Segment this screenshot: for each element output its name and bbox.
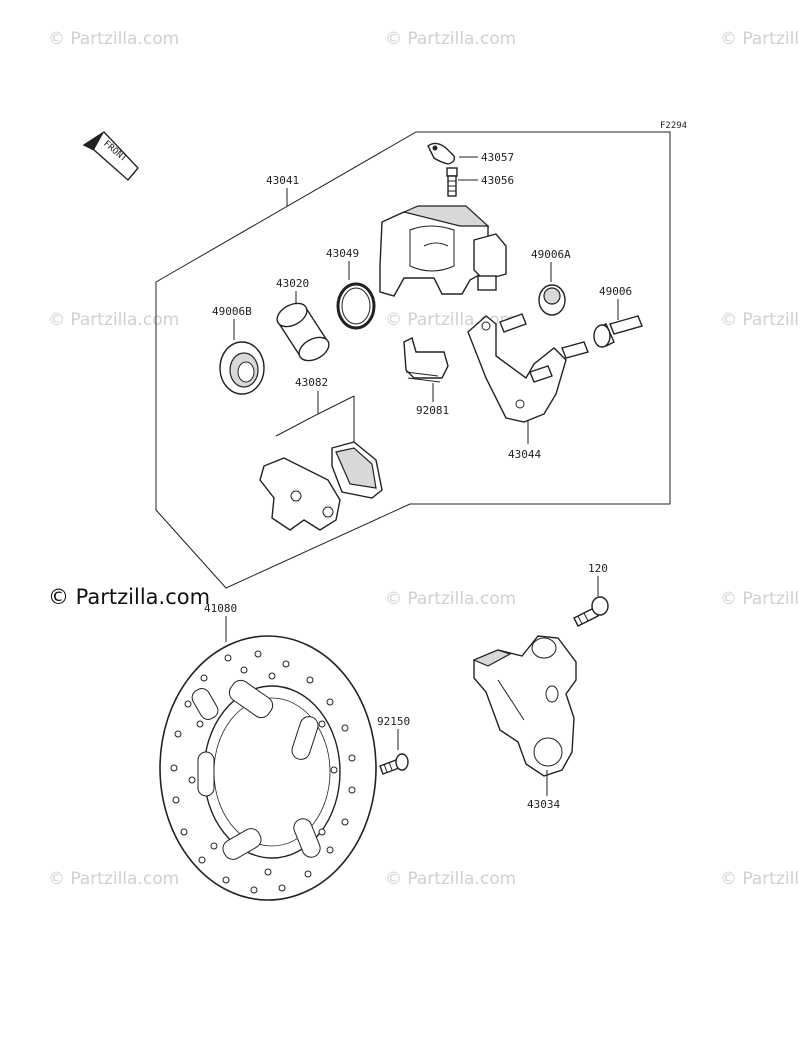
watermark: © Partzilla.com bbox=[385, 869, 516, 889]
caliper-body-icon bbox=[379, 205, 507, 297]
part-label-49006: 49006 bbox=[599, 285, 632, 298]
part-label-43041: 43041 bbox=[266, 174, 299, 187]
part-label-43020: 43020 bbox=[276, 277, 309, 290]
piston-icon bbox=[276, 302, 330, 362]
dust-boot-icon bbox=[219, 341, 265, 395]
watermark: © Partzilla.com bbox=[720, 310, 800, 330]
part-label-49006a: 49006A bbox=[531, 248, 571, 261]
part-label-43049: 43049 bbox=[326, 247, 359, 260]
part-label-92150: 92150 bbox=[377, 715, 410, 728]
bushing-icon bbox=[538, 284, 566, 316]
part-label-43057: 43057 bbox=[481, 151, 514, 164]
watermark: © Partzilla.com bbox=[48, 310, 179, 330]
part-label-43082: 43082 bbox=[295, 376, 328, 389]
diagram-ref: F2294 bbox=[660, 121, 687, 131]
mounting-bolt-icon bbox=[573, 596, 609, 627]
disc-bolt-icon bbox=[379, 753, 409, 775]
bleeder-valve-icon bbox=[446, 167, 458, 197]
watermark: © Partzilla.com bbox=[720, 589, 800, 609]
caliper-holder-icon bbox=[472, 635, 577, 777]
guide-pin-icon bbox=[593, 315, 643, 348]
part-label-43056: 43056 bbox=[481, 174, 514, 187]
front-arrow-icon: FRONT bbox=[82, 131, 139, 182]
part-label-41080: 41080 bbox=[204, 602, 237, 615]
part-label-92081: 92081 bbox=[416, 404, 449, 417]
pad-spring-icon bbox=[403, 336, 449, 383]
watermark: © Partzilla.com bbox=[385, 29, 516, 49]
watermark: © Partzilla.com bbox=[720, 29, 800, 49]
watermark: © Partzilla.com bbox=[720, 869, 800, 889]
bleeder-cap-icon bbox=[427, 142, 456, 165]
caliper-bracket-icon bbox=[467, 313, 589, 423]
watermark-main: © Partzilla.com bbox=[48, 585, 210, 609]
watermark: © Partzilla.com bbox=[48, 29, 179, 49]
watermark-grid: © Partzilla.com © Partzilla.com © Partzi… bbox=[48, 29, 800, 889]
part-label-43034: 43034 bbox=[527, 798, 560, 811]
watermark: © Partzilla.com bbox=[48, 869, 179, 889]
brake-disc-icon bbox=[159, 635, 377, 901]
watermark: © Partzilla.com bbox=[385, 589, 516, 609]
part-label-49006b: 49006B bbox=[212, 305, 252, 318]
part-label-43044: 43044 bbox=[508, 448, 541, 461]
part-label-120: 120 bbox=[588, 562, 608, 575]
brake-pads-icon bbox=[259, 441, 383, 531]
piston-seal-icon bbox=[336, 282, 376, 330]
caliper-assembly-frame bbox=[155, 131, 671, 589]
